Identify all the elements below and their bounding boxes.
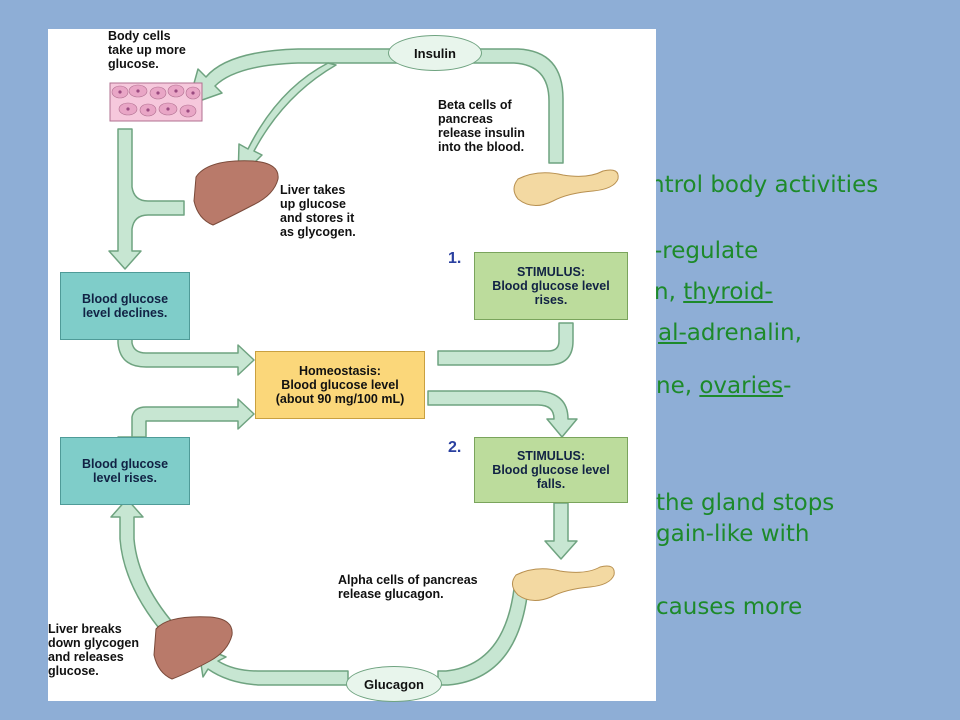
arrow-pancreas-to-glucagon [437,588,529,686]
liver-lower-image [153,616,233,680]
body-cells-label: Body cells take up more glucose. [108,29,186,71]
glucose-homeostasis-diagram: Body cells take up more glucose. Insulin… [48,29,656,702]
slide-text-line-4: al-adrenalin, [658,320,802,346]
stimulus-falls-box: STIMULUS: Blood glucose level falls. [474,437,628,503]
arrow-homeostasis-to-falls [427,390,578,438]
pancreas-lower-image [512,565,615,601]
liver-takes-up-glucose-label: Liver takes up glucose and stores it as … [280,183,356,239]
arrow-rises-stimulus-to-homeostasis [437,322,574,366]
liver-upper-image [193,160,279,226]
arrow-declines-to-homeostasis [117,322,255,376]
arrow-insulin-to-cells [187,48,404,106]
slide-text-line-8: causes more [656,594,803,620]
stimulus-rises-box: STIMULUS: Blood glucose level rises. [474,252,628,320]
arrow-liver-to-rises [110,498,181,640]
beta-cells-label: Beta cells of pancreas release insulin i… [438,98,525,154]
pancreas-upper-image [513,169,619,206]
glucagon-oval: Glucagon [346,666,442,702]
slide-text-line-1: ntrol body activities [650,172,879,198]
arrow-rises-to-homeostasis [117,398,255,438]
glucose-rises-box: Blood glucose level rises. [60,437,190,505]
body-cells-image [109,82,203,122]
slide-text-line-5: ne, ovaries- [656,373,792,399]
thyroid-link: thyroid- [683,279,773,305]
ovaries-link: ovaries [699,373,784,399]
arrow-cells-to-declines [108,128,185,270]
step-number-2: 2. [448,439,462,456]
arrow-falls-to-pancreas [544,502,578,560]
insulin-oval: Insulin [388,35,482,71]
slide-text-line-7: gain-like with [656,521,810,547]
step-number-1: 1. [448,250,462,267]
slide-text-line-2: -regulate [654,238,759,264]
glucose-declines-box: Blood glucose level declines. [60,272,190,340]
slide-text-line-6: the gland stops [656,490,835,516]
liver-breaks-down-label: Liver breaks down glycogen and releases … [48,622,139,678]
adrenal-link: al- [658,320,687,346]
slide-text-line-3: n, thyroid- [654,279,773,305]
alpha-cells-label: Alpha cells of pancreas release glucagon… [338,573,478,601]
diagram-artwork [108,48,619,686]
homeostasis-box: Homeostasis: Blood glucose level (about … [255,351,425,419]
